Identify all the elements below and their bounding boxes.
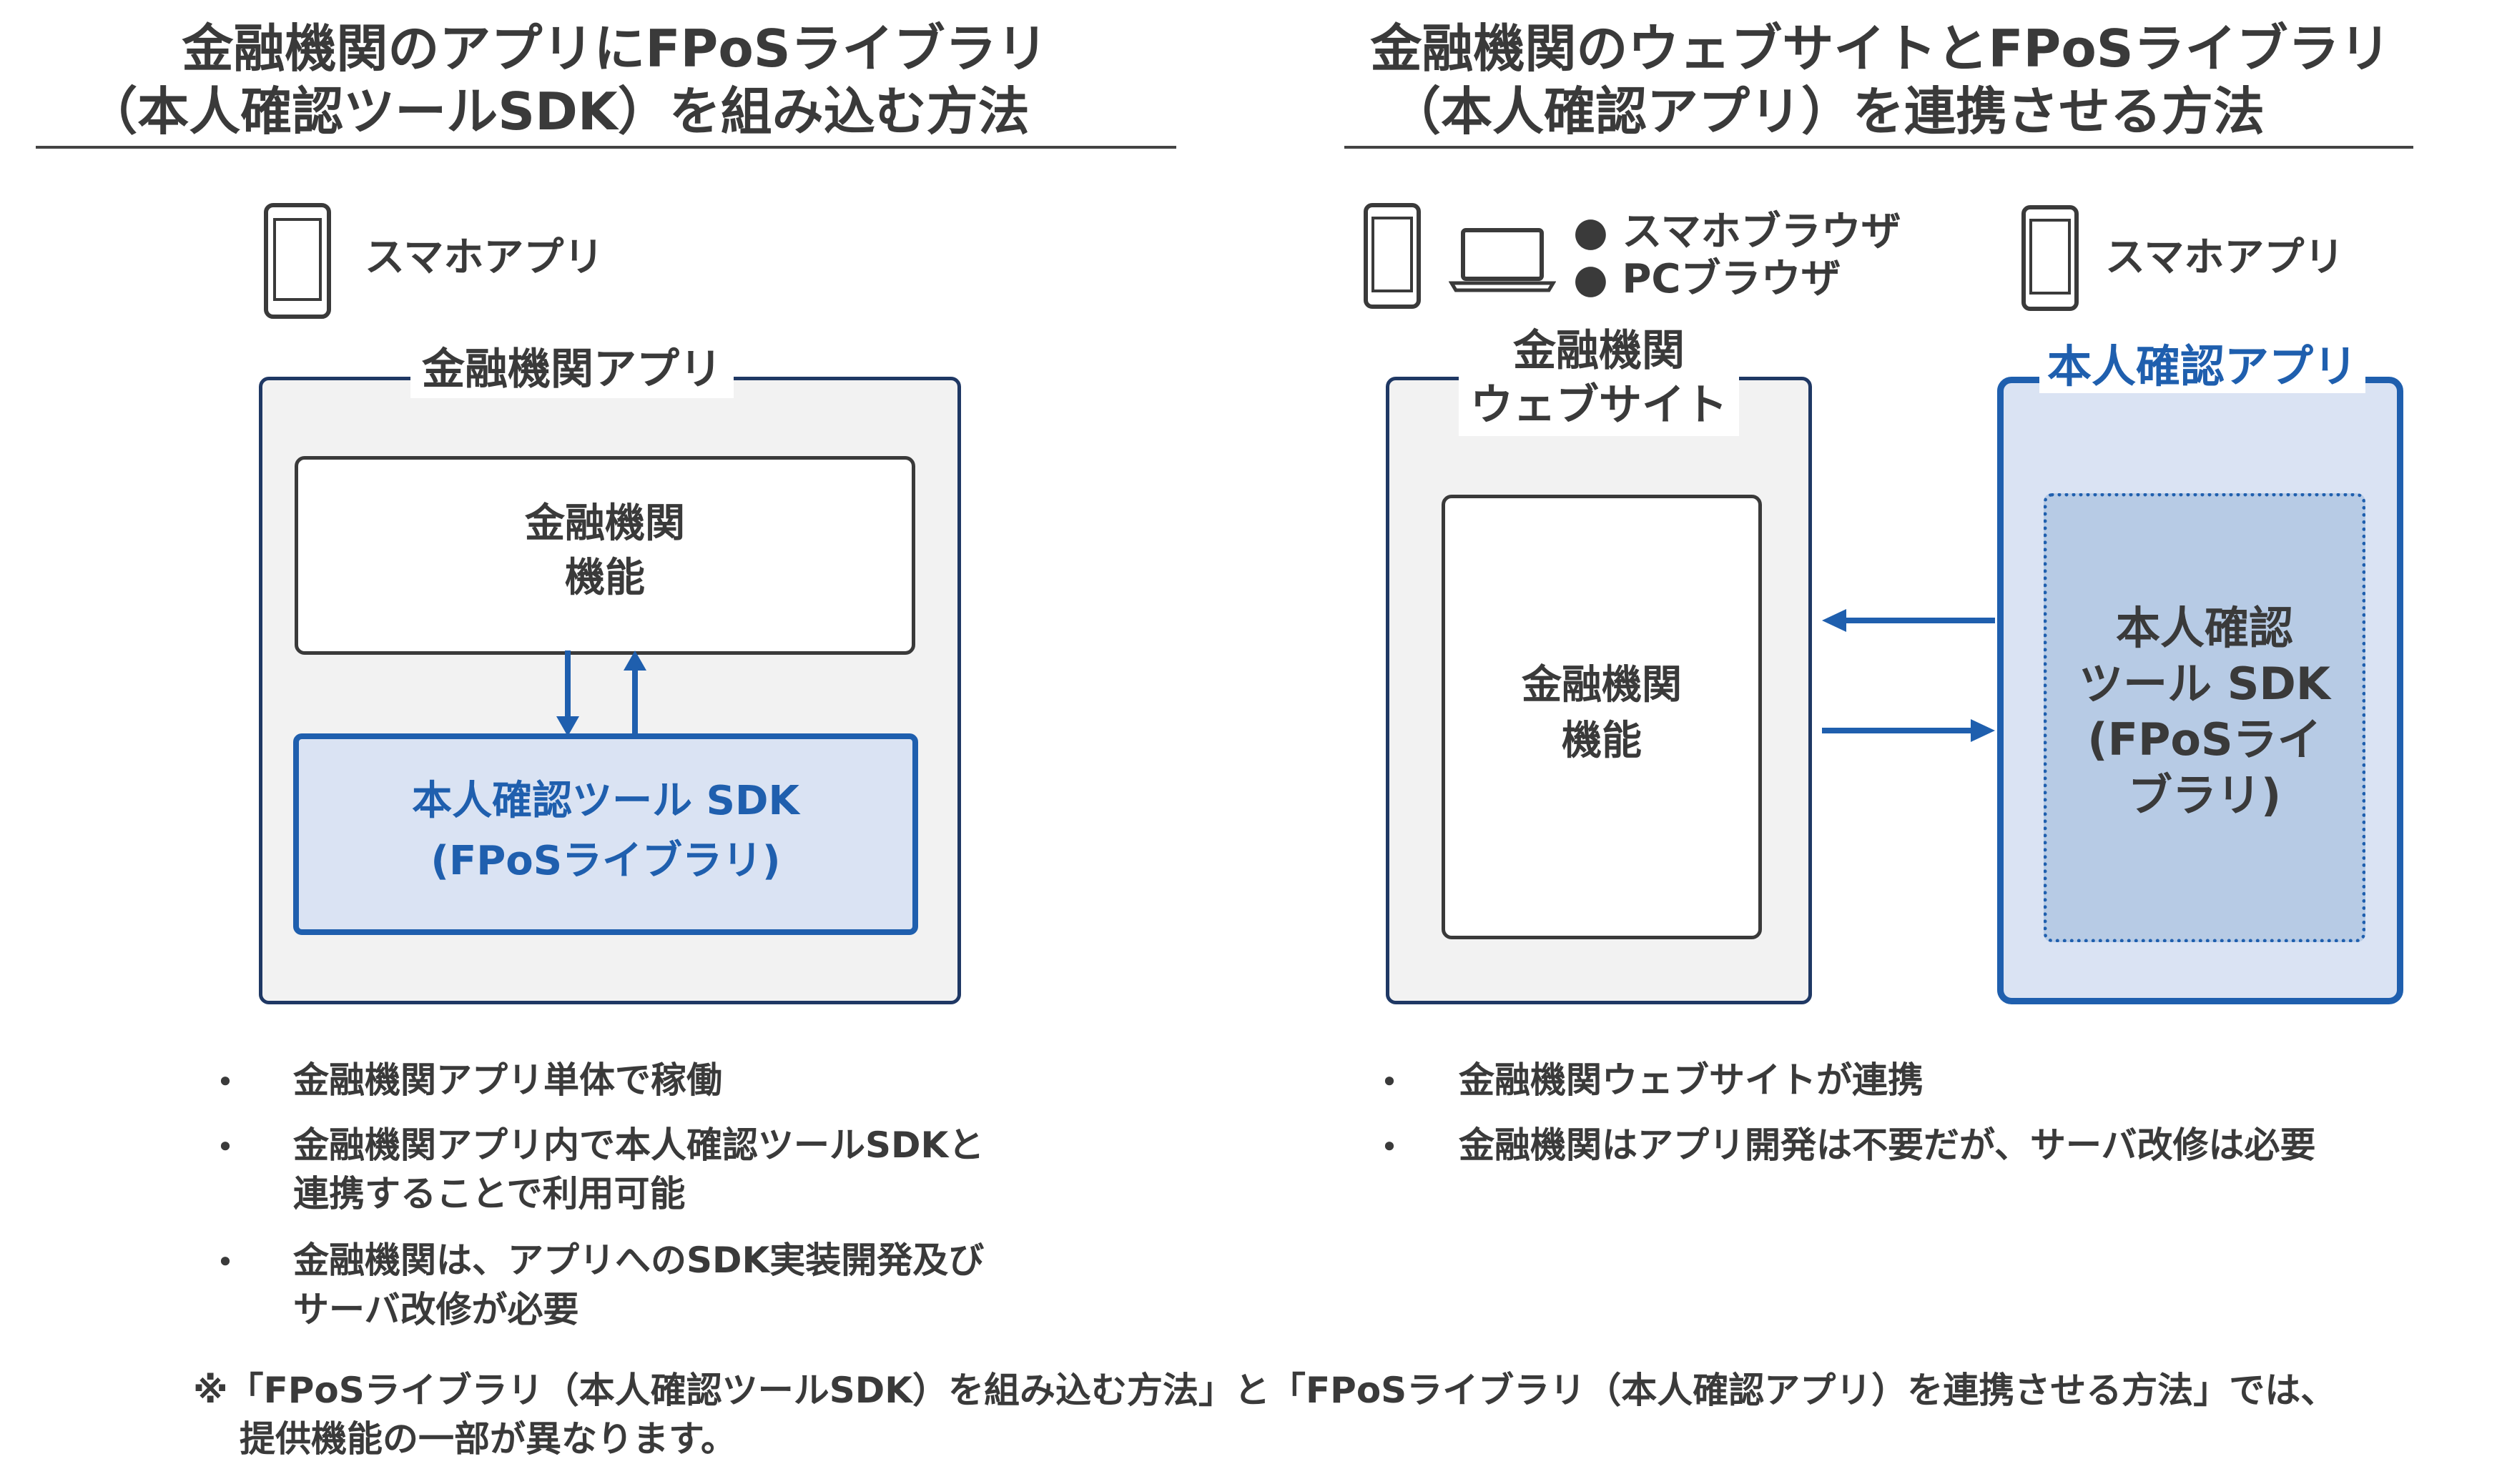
right-device-label: スマホアプリ xyxy=(2105,234,2345,281)
left-bullet-marker-3: ・ xyxy=(207,1242,243,1283)
smartphone-icon xyxy=(264,203,331,319)
right-title-underline xyxy=(1344,146,2413,149)
right-title-line2: （本人確認アプリ）を連携させる方法 xyxy=(1389,81,2265,142)
arrow-down-icon xyxy=(556,651,579,736)
smartphone-icon xyxy=(1364,203,1421,309)
footnote-line2: 提供機能の一部が異なります。 xyxy=(240,1418,737,1460)
arrow-up-icon xyxy=(624,651,646,738)
left-function-box xyxy=(295,456,915,655)
left-bullet-marker-2: ・ xyxy=(207,1127,243,1168)
left-bullet-3-line1: 金融機関は、アプリへのSDK実装開発及び xyxy=(293,1240,985,1281)
right-bullet-marker-2: ・ xyxy=(1371,1127,1407,1168)
website-tag-line1: 金融機関 xyxy=(1513,326,1685,376)
left-app-tag: 金融機関アプリ xyxy=(410,341,734,398)
left-title-line2: （本人確認ツールSDK）を組み込む方法 xyxy=(86,81,1030,142)
left-bullet-3-line2: サーバ改修が必要 xyxy=(293,1289,579,1330)
left-bullet-1: 金融機関アプリ単体で稼働 xyxy=(293,1059,722,1101)
identity-app-tag: 本人確認アプリ xyxy=(2047,340,2358,392)
left-device-label: スマホアプリ xyxy=(365,234,604,281)
smartphone-icon xyxy=(2021,205,2079,311)
browser-label-pc: ● PCブラウザ xyxy=(1573,256,1841,302)
identity-sdk-line4: ブラリ) xyxy=(2127,769,2282,821)
identity-app-tag-bg xyxy=(2039,342,2365,393)
identity-sdk-box xyxy=(2044,493,2365,942)
website-tag xyxy=(1459,320,1739,436)
arrow-right-icon xyxy=(1822,719,1995,742)
left-sdk-box xyxy=(293,733,918,935)
left-bullet-2-line1: 金融機関アプリ内で本人確認ツールSDKと xyxy=(293,1124,985,1166)
left-bullet-marker-1: ・ xyxy=(207,1062,243,1103)
left-bullet-2-line2: 連携することで利用可能 xyxy=(293,1173,686,1215)
left-function-label-line2: 機能 xyxy=(565,555,645,601)
left-function-label-line1: 金融機関 xyxy=(525,500,685,547)
arrow-left-icon xyxy=(1822,609,1995,632)
right-bullet-1: 金融機関ウェブサイトが連携 xyxy=(1459,1059,1924,1101)
website-function-label-line1: 金融機関 xyxy=(1522,662,1682,708)
left-title-line1: 金融機関のアプリにFPoSライブラリ xyxy=(182,19,1048,79)
left-sdk-label-line1: 本人確認ツール SDK xyxy=(412,778,799,824)
footnote-line1: ※「FPoSライブラリ（本人確認ツールSDK）を組み込む方法」と「FPoSライブ… xyxy=(193,1370,2337,1411)
right-bullet-2: 金融機関はアプリ開発は不要だが、サーバ改修は必要 xyxy=(1459,1124,2316,1166)
laptop-icon xyxy=(1449,228,1556,292)
website-function-box xyxy=(1442,495,1762,939)
website-tag-line2: ウェブサイト xyxy=(1470,380,1728,430)
identity-sdk-line3: (FPoSライ xyxy=(2087,713,2322,766)
right-bullet-marker-1: ・ xyxy=(1371,1062,1407,1103)
browser-label-smartphone: ● スマホブラウザ xyxy=(1573,209,1901,255)
identity-sdk-line1: 本人確認 xyxy=(2115,602,2293,654)
identity-sdk-line2: ツール SDK xyxy=(2079,658,2330,710)
right-title-line1: 金融機関のウェブサイトとFPoSライブラリ xyxy=(1370,19,2391,79)
website-function-label-line2: 機能 xyxy=(1562,718,1642,764)
left-sdk-label-line2: (FPoSライブラリ) xyxy=(430,838,781,884)
left-title-underline xyxy=(36,146,1176,149)
